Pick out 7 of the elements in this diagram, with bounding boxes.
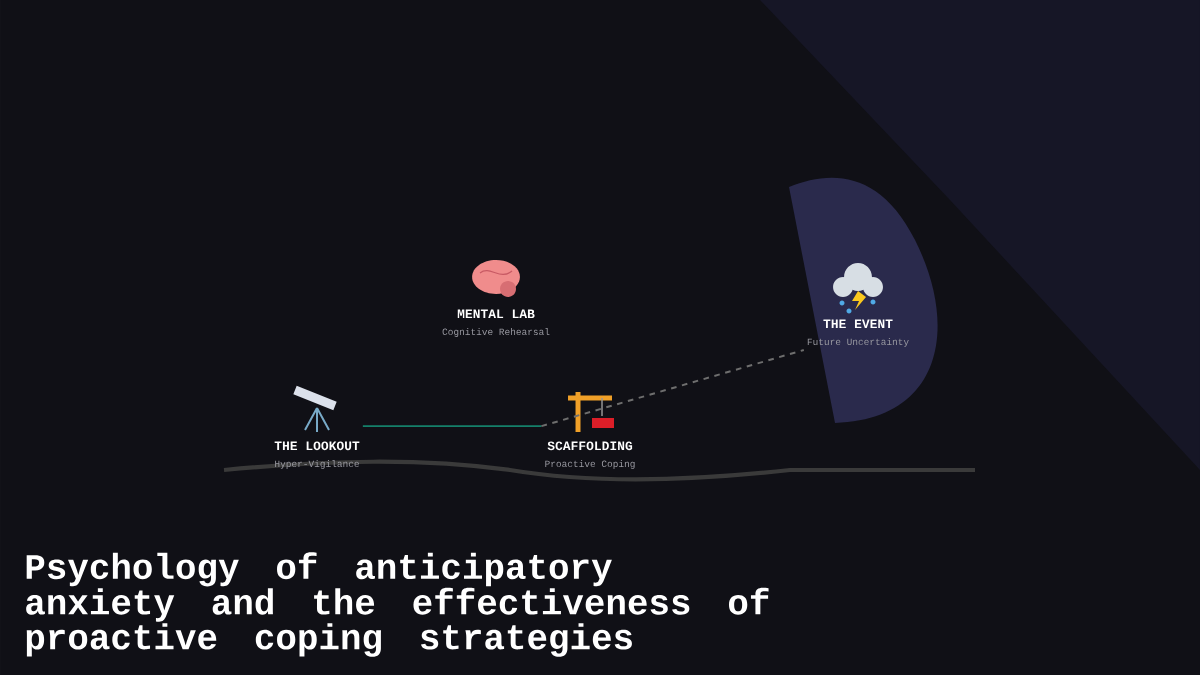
station-label: THE LOOKOUT Hyper-Vigilance <box>274 441 360 469</box>
connector-line <box>361 425 543 428</box>
station-label: MENTAL LAB Cognitive Rehearsal <box>442 309 550 337</box>
station-label: SCAFFOLDING Proactive Coping <box>545 441 635 469</box>
title: Psychology of anticipatory anxiety and the effectiveness of proactive coping strategies <box>26 552 769 657</box>
event-panel: THE EVENT Future Uncertainty <box>789 177 938 423</box>
connector-line <box>540 349 805 428</box>
